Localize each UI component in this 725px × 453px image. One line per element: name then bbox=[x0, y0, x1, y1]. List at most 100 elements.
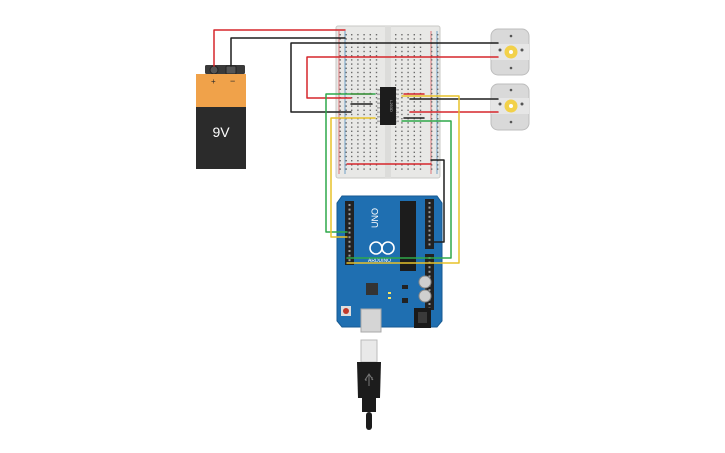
breadboard-hole bbox=[375, 67, 378, 69]
breadboard-hole bbox=[375, 63, 378, 65]
breadboard-hole bbox=[375, 76, 378, 78]
breadboard-hole bbox=[345, 50, 347, 53]
breadboard-hole bbox=[357, 84, 359, 86]
header-pin[interactable] bbox=[348, 245, 351, 248]
breadboard-hole bbox=[395, 84, 397, 86]
motor-screw bbox=[509, 120, 513, 124]
header-pin[interactable] bbox=[428, 206, 431, 209]
wire-motor1-red[interactable] bbox=[306, 56, 499, 99]
breadboard-hole bbox=[437, 113, 439, 116]
header-pin[interactable] bbox=[428, 303, 431, 305]
header-pin[interactable] bbox=[348, 259, 351, 262]
breadboard-hole bbox=[401, 84, 403, 86]
header-pin[interactable] bbox=[428, 202, 431, 204]
header-pin[interactable] bbox=[348, 204, 351, 206]
breadboard-hole bbox=[363, 151, 365, 153]
header-pin[interactable] bbox=[428, 275, 431, 278]
breadboard-hole bbox=[407, 105, 409, 107]
breadboard-hole bbox=[437, 118, 439, 120]
header-pin[interactable] bbox=[428, 266, 431, 269]
motor-screw bbox=[498, 48, 502, 52]
breadboard-hole bbox=[345, 88, 347, 90]
breadboard-hole bbox=[375, 105, 378, 107]
breadboard-hole bbox=[431, 34, 433, 36]
breadboard-hole bbox=[363, 80, 365, 82]
breadboard-hole bbox=[375, 130, 378, 132]
header-pin[interactable] bbox=[428, 289, 431, 292]
wire-battery-negative[interactable] bbox=[230, 37, 346, 67]
header-pin[interactable] bbox=[348, 208, 351, 211]
header-pin[interactable] bbox=[348, 222, 351, 225]
breadboard-hole bbox=[363, 134, 365, 137]
wire-battery-positive[interactable] bbox=[213, 29, 346, 67]
header-pin[interactable] bbox=[348, 250, 351, 252]
wire-control-green-right[interactable] bbox=[346, 120, 452, 259]
breadboard-hole bbox=[339, 168, 341, 170]
motor-screw bbox=[509, 88, 513, 92]
breadboard-hole bbox=[369, 109, 371, 111]
ic-pin bbox=[396, 120, 399, 123]
breadboard-hole bbox=[401, 46, 403, 48]
header-pin[interactable] bbox=[428, 243, 431, 246]
breadboard-hole bbox=[401, 80, 403, 82]
header-pin[interactable] bbox=[348, 254, 351, 257]
arduino-uno[interactable]: UNO ARDUINO bbox=[336, 195, 443, 333]
breadboard-hole bbox=[363, 164, 365, 166]
breadboard-hole bbox=[351, 84, 353, 86]
wire-control-green-left[interactable] bbox=[325, 93, 376, 233]
header-pin[interactable] bbox=[348, 213, 351, 216]
breadboard-hole bbox=[419, 63, 422, 65]
breadboard-hole bbox=[369, 38, 371, 40]
usb-cable-icon[interactable] bbox=[357, 339, 381, 430]
breadboard-hole bbox=[413, 67, 415, 69]
header-pin[interactable] bbox=[428, 215, 431, 218]
header-pin[interactable] bbox=[348, 227, 351, 229]
breadboard-hole bbox=[357, 168, 359, 170]
breadboard-hole bbox=[351, 97, 353, 99]
header-pin[interactable] bbox=[428, 220, 431, 223]
breadboard-hole bbox=[363, 76, 365, 78]
ic-chip-icon[interactable]: L293D bbox=[377, 87, 399, 125]
motor-top[interactable] bbox=[490, 28, 530, 76]
wire-control-yellow-left[interactable] bbox=[330, 117, 376, 238]
breadboard-hole bbox=[407, 34, 409, 36]
header-pin[interactable] bbox=[348, 236, 351, 239]
breadboard-hole bbox=[419, 164, 422, 166]
breadboard-hole bbox=[357, 126, 359, 128]
breadboard-hole bbox=[437, 71, 439, 74]
header-pin[interactable] bbox=[428, 229, 431, 232]
battery-terminal-plus[interactable] bbox=[209, 65, 219, 75]
breadboard-hole bbox=[345, 130, 347, 132]
breadboard-hole bbox=[437, 55, 439, 57]
breadboard-hole bbox=[401, 118, 403, 120]
wire-motor1-black[interactable] bbox=[290, 42, 499, 113]
breadboard-hole bbox=[437, 130, 439, 132]
header-pin[interactable] bbox=[428, 211, 431, 214]
header-pin[interactable] bbox=[428, 238, 431, 241]
battery-9v[interactable]: + − 9V bbox=[196, 65, 246, 169]
usb-port[interactable] bbox=[360, 308, 382, 333]
breadboard-hole bbox=[419, 59, 422, 61]
battery-body bbox=[196, 107, 246, 169]
header-pin[interactable] bbox=[428, 270, 431, 273]
motor-bottom[interactable] bbox=[490, 83, 530, 131]
breadboard-hole bbox=[351, 113, 353, 116]
header-pin[interactable] bbox=[428, 234, 431, 237]
breadboard-hole bbox=[395, 134, 397, 137]
breadboard-hole bbox=[395, 168, 397, 170]
breadboard-hole bbox=[345, 143, 347, 145]
breadboard-hole bbox=[363, 109, 365, 111]
battery-terminal-minus[interactable] bbox=[225, 65, 237, 75]
header-pin[interactable] bbox=[348, 231, 351, 234]
breadboard-hole bbox=[345, 109, 347, 111]
breadboard-hole bbox=[363, 55, 365, 57]
header-pin[interactable] bbox=[428, 225, 431, 227]
header-pin[interactable] bbox=[348, 217, 351, 220]
header-pin[interactable] bbox=[348, 240, 351, 243]
breadboard-hole bbox=[375, 139, 378, 141]
breadboard-hole bbox=[375, 55, 378, 57]
wire-control-yellow-right[interactable] bbox=[346, 95, 460, 264]
breadboard-hole bbox=[419, 139, 422, 141]
wire-ground-arduino[interactable] bbox=[430, 159, 445, 243]
breadboard-hole bbox=[351, 151, 353, 153]
